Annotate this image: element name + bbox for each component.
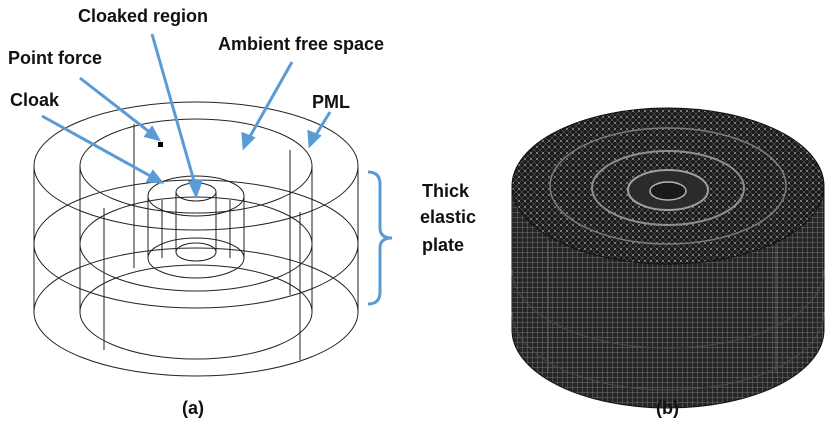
pml-inner-top bbox=[79, 118, 313, 214]
point-force-marker bbox=[158, 142, 163, 147]
label-cloaked-region: Cloaked region bbox=[78, 6, 208, 26]
plate-bracket bbox=[367, 170, 393, 306]
arrow-cloaked-region bbox=[150, 33, 198, 189]
cloaked-region-bottom bbox=[175, 242, 217, 262]
arrowhead-ambient bbox=[241, 131, 256, 151]
arrow-cloak bbox=[41, 114, 155, 180]
label-ambient-free-space: Ambient free space bbox=[218, 34, 384, 54]
mid-inner-ellipse bbox=[79, 196, 313, 292]
annotation-arrows bbox=[41, 33, 332, 199]
outer-top-ellipse bbox=[33, 101, 359, 231]
mesh-ring-2 bbox=[591, 150, 745, 226]
label-cloak: Cloak bbox=[10, 90, 60, 110]
mesh-model bbox=[511, 107, 825, 409]
arrowhead-cloaked-region bbox=[187, 179, 204, 199]
mid-plane-ellipse bbox=[33, 179, 359, 309]
arrow-ambient bbox=[246, 61, 294, 141]
label-plate-line1: Thick bbox=[422, 181, 470, 201]
label-pml: PML bbox=[312, 92, 350, 112]
mesh-low-band bbox=[511, 311, 825, 391]
mesh-mid-band bbox=[511, 269, 825, 349]
caption-a: (a) bbox=[182, 398, 204, 418]
arrowhead-cloak bbox=[145, 169, 165, 184]
caption-b: (b) bbox=[656, 398, 679, 418]
label-plate-line3: plate bbox=[422, 235, 464, 255]
mesh-ring-4 bbox=[649, 181, 687, 201]
pml-inner-bottom bbox=[79, 264, 313, 360]
arrow-point-force bbox=[79, 76, 153, 136]
arrowhead-point-force bbox=[143, 125, 161, 142]
wireframe-model bbox=[33, 101, 359, 377]
arrowhead-pml bbox=[307, 129, 322, 149]
label-point-force: Point force bbox=[8, 48, 102, 68]
label-plate-line2: elastic bbox=[420, 207, 476, 227]
mesh-ring-1 bbox=[549, 127, 787, 245]
outer-bottom-ellipse bbox=[33, 247, 359, 377]
